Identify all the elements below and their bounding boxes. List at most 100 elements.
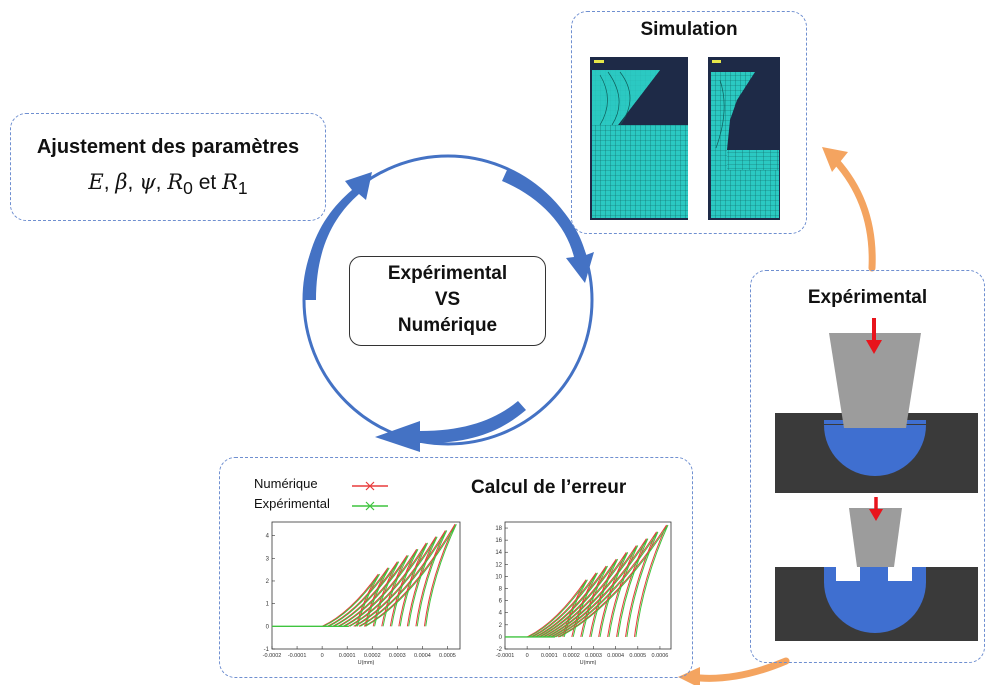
series-experimental-loop — [365, 524, 457, 627]
series-numerique-loop — [332, 561, 398, 627]
x-tick-label: 0.0005 — [439, 653, 456, 659]
param-beta: β — [115, 170, 128, 194]
param-sep: , — [127, 171, 140, 194]
y-tick-label: -2 — [497, 647, 503, 653]
series-numerique-loop — [363, 524, 456, 627]
y-tick-label: 8 — [499, 587, 503, 593]
param-et: et — [192, 171, 223, 194]
y-tick-label: 2 — [266, 579, 270, 585]
experimental-title: Expérimental — [807, 287, 928, 308]
series-experimental-loop — [339, 555, 409, 627]
simulation-mesh-right — [708, 57, 780, 220]
series-experimental-loop — [349, 542, 428, 627]
legend-label: Expérimental — [254, 496, 330, 511]
cycle-arrow-right — [502, 170, 594, 283]
error-calculation-box: Calcul de l’erreur Numérique Expérimenta… — [219, 457, 693, 678]
param-r1-sub: 1 — [237, 178, 248, 199]
parameters-formula: E, β, ψ, R0 et R1 — [11, 170, 325, 199]
series-numerique-loop — [337, 555, 408, 627]
x-tick-label: 0 — [321, 653, 324, 659]
x-tick-label: 0.0006 — [652, 653, 669, 659]
flow-arrow-down — [678, 657, 790, 685]
series-numerique-loop — [550, 538, 647, 638]
x-axis-label: U(mm) — [580, 660, 597, 666]
legend-swatches — [352, 481, 388, 511]
y-tick-label: 14 — [495, 550, 502, 556]
legend-item-numerique: Numérique — [254, 476, 318, 491]
x-tick-label: 0.0002 — [364, 653, 381, 659]
parameters-title: Ajustement des paramètres — [36, 136, 300, 158]
x-tick-label: -0.0002 — [263, 653, 282, 659]
x-tick-label: 0.0001 — [541, 653, 558, 659]
experimental-indent-partial — [775, 497, 978, 641]
series-experimental-loop — [354, 536, 438, 627]
y-tick-label: 6 — [499, 599, 503, 605]
y-tick-label: 0 — [266, 624, 270, 630]
comparison-line-3: Numérique — [397, 315, 498, 336]
x-tick-label: 0.0004 — [607, 653, 624, 659]
x-tick-label: -0.0001 — [288, 653, 307, 659]
series-numerique-loop — [353, 536, 437, 627]
y-tick-label: -1 — [264, 647, 270, 653]
x-tick-label: 0.0003 — [389, 653, 406, 659]
series-numerique-loop — [542, 552, 627, 638]
x-tick-label: 0 — [526, 653, 529, 659]
simulation-box: Simulation — [571, 11, 807, 234]
param-e: E — [88, 170, 104, 194]
series-experimental-loop — [555, 531, 659, 638]
legend-swatch-numerique — [352, 481, 388, 491]
series-numerique-loop — [554, 531, 657, 638]
parameters-box: Ajustement des paramètres E, β, ψ, R0 et… — [10, 113, 326, 221]
series-experimental-loop — [543, 552, 629, 638]
y-tick-label: 1 — [266, 602, 270, 608]
flow-arrow-up — [822, 147, 876, 272]
param-r0-sub: 0 — [183, 178, 193, 199]
y-tick-label: 4 — [266, 534, 270, 540]
comparison-line-1: Expérimental — [387, 263, 508, 284]
chart-left: -0.0002 -0.0001 0 0.0001 0.0002 0.0003 0.0004 0… — [263, 521, 461, 666]
y-tick-label: 16 — [495, 538, 502, 544]
x-tick-label: 0.0001 — [339, 653, 356, 659]
series-numerique-loop — [546, 545, 637, 638]
series-experimental-loop — [333, 561, 400, 627]
x-tick-label: 0.0003 — [585, 653, 602, 659]
plot-frame — [504, 521, 672, 650]
comparison-box: Expérimental VS Numérique — [349, 256, 546, 346]
simulation-title: Simulation — [640, 19, 738, 40]
x-tick-label: 0.0002 — [563, 653, 580, 659]
simulation-mesh-left — [590, 57, 688, 220]
comparison-line-2: VS — [434, 289, 461, 310]
series-experimental-loop — [360, 530, 448, 627]
param-r: R — [222, 170, 238, 194]
series-numerique-loop — [557, 524, 668, 638]
legend-label: Numérique — [254, 476, 318, 491]
y-tick-label: 18 — [495, 526, 502, 532]
param-sep: , — [155, 171, 168, 194]
y-tick-label: 3 — [266, 556, 270, 562]
series-numerique-loop — [358, 530, 446, 627]
x-tick-label: 0.0004 — [414, 653, 431, 659]
x-axis-label: U(mm) — [358, 660, 375, 666]
series-numerique-loop — [348, 542, 427, 627]
param-r: R — [167, 170, 184, 194]
series-experimental-loop — [547, 545, 639, 638]
param-sep: , — [103, 171, 116, 194]
cycle-arrows — [304, 170, 594, 452]
experimental-indent-full — [775, 318, 978, 493]
plot-frame — [271, 521, 461, 650]
experimental-box: Expérimental — [750, 270, 985, 663]
legend-swatch-experimental — [352, 501, 388, 511]
param-psi: ψ — [139, 170, 156, 194]
y-tick-label: 10 — [495, 574, 502, 580]
y-tick-label: 0 — [499, 635, 503, 641]
error-calculation-title: Calcul de l’erreur — [471, 477, 627, 498]
series-experimental-loop — [528, 579, 588, 638]
x-tick-label: 0.0005 — [629, 653, 646, 659]
y-tick-label: 2 — [499, 623, 503, 629]
y-tick-label: 12 — [495, 562, 502, 568]
cycle-arrow-left — [304, 172, 372, 300]
cycle-arrow-bottom — [375, 401, 526, 452]
series-experimental-loop — [539, 558, 619, 638]
series-experimental-loop — [551, 538, 649, 638]
